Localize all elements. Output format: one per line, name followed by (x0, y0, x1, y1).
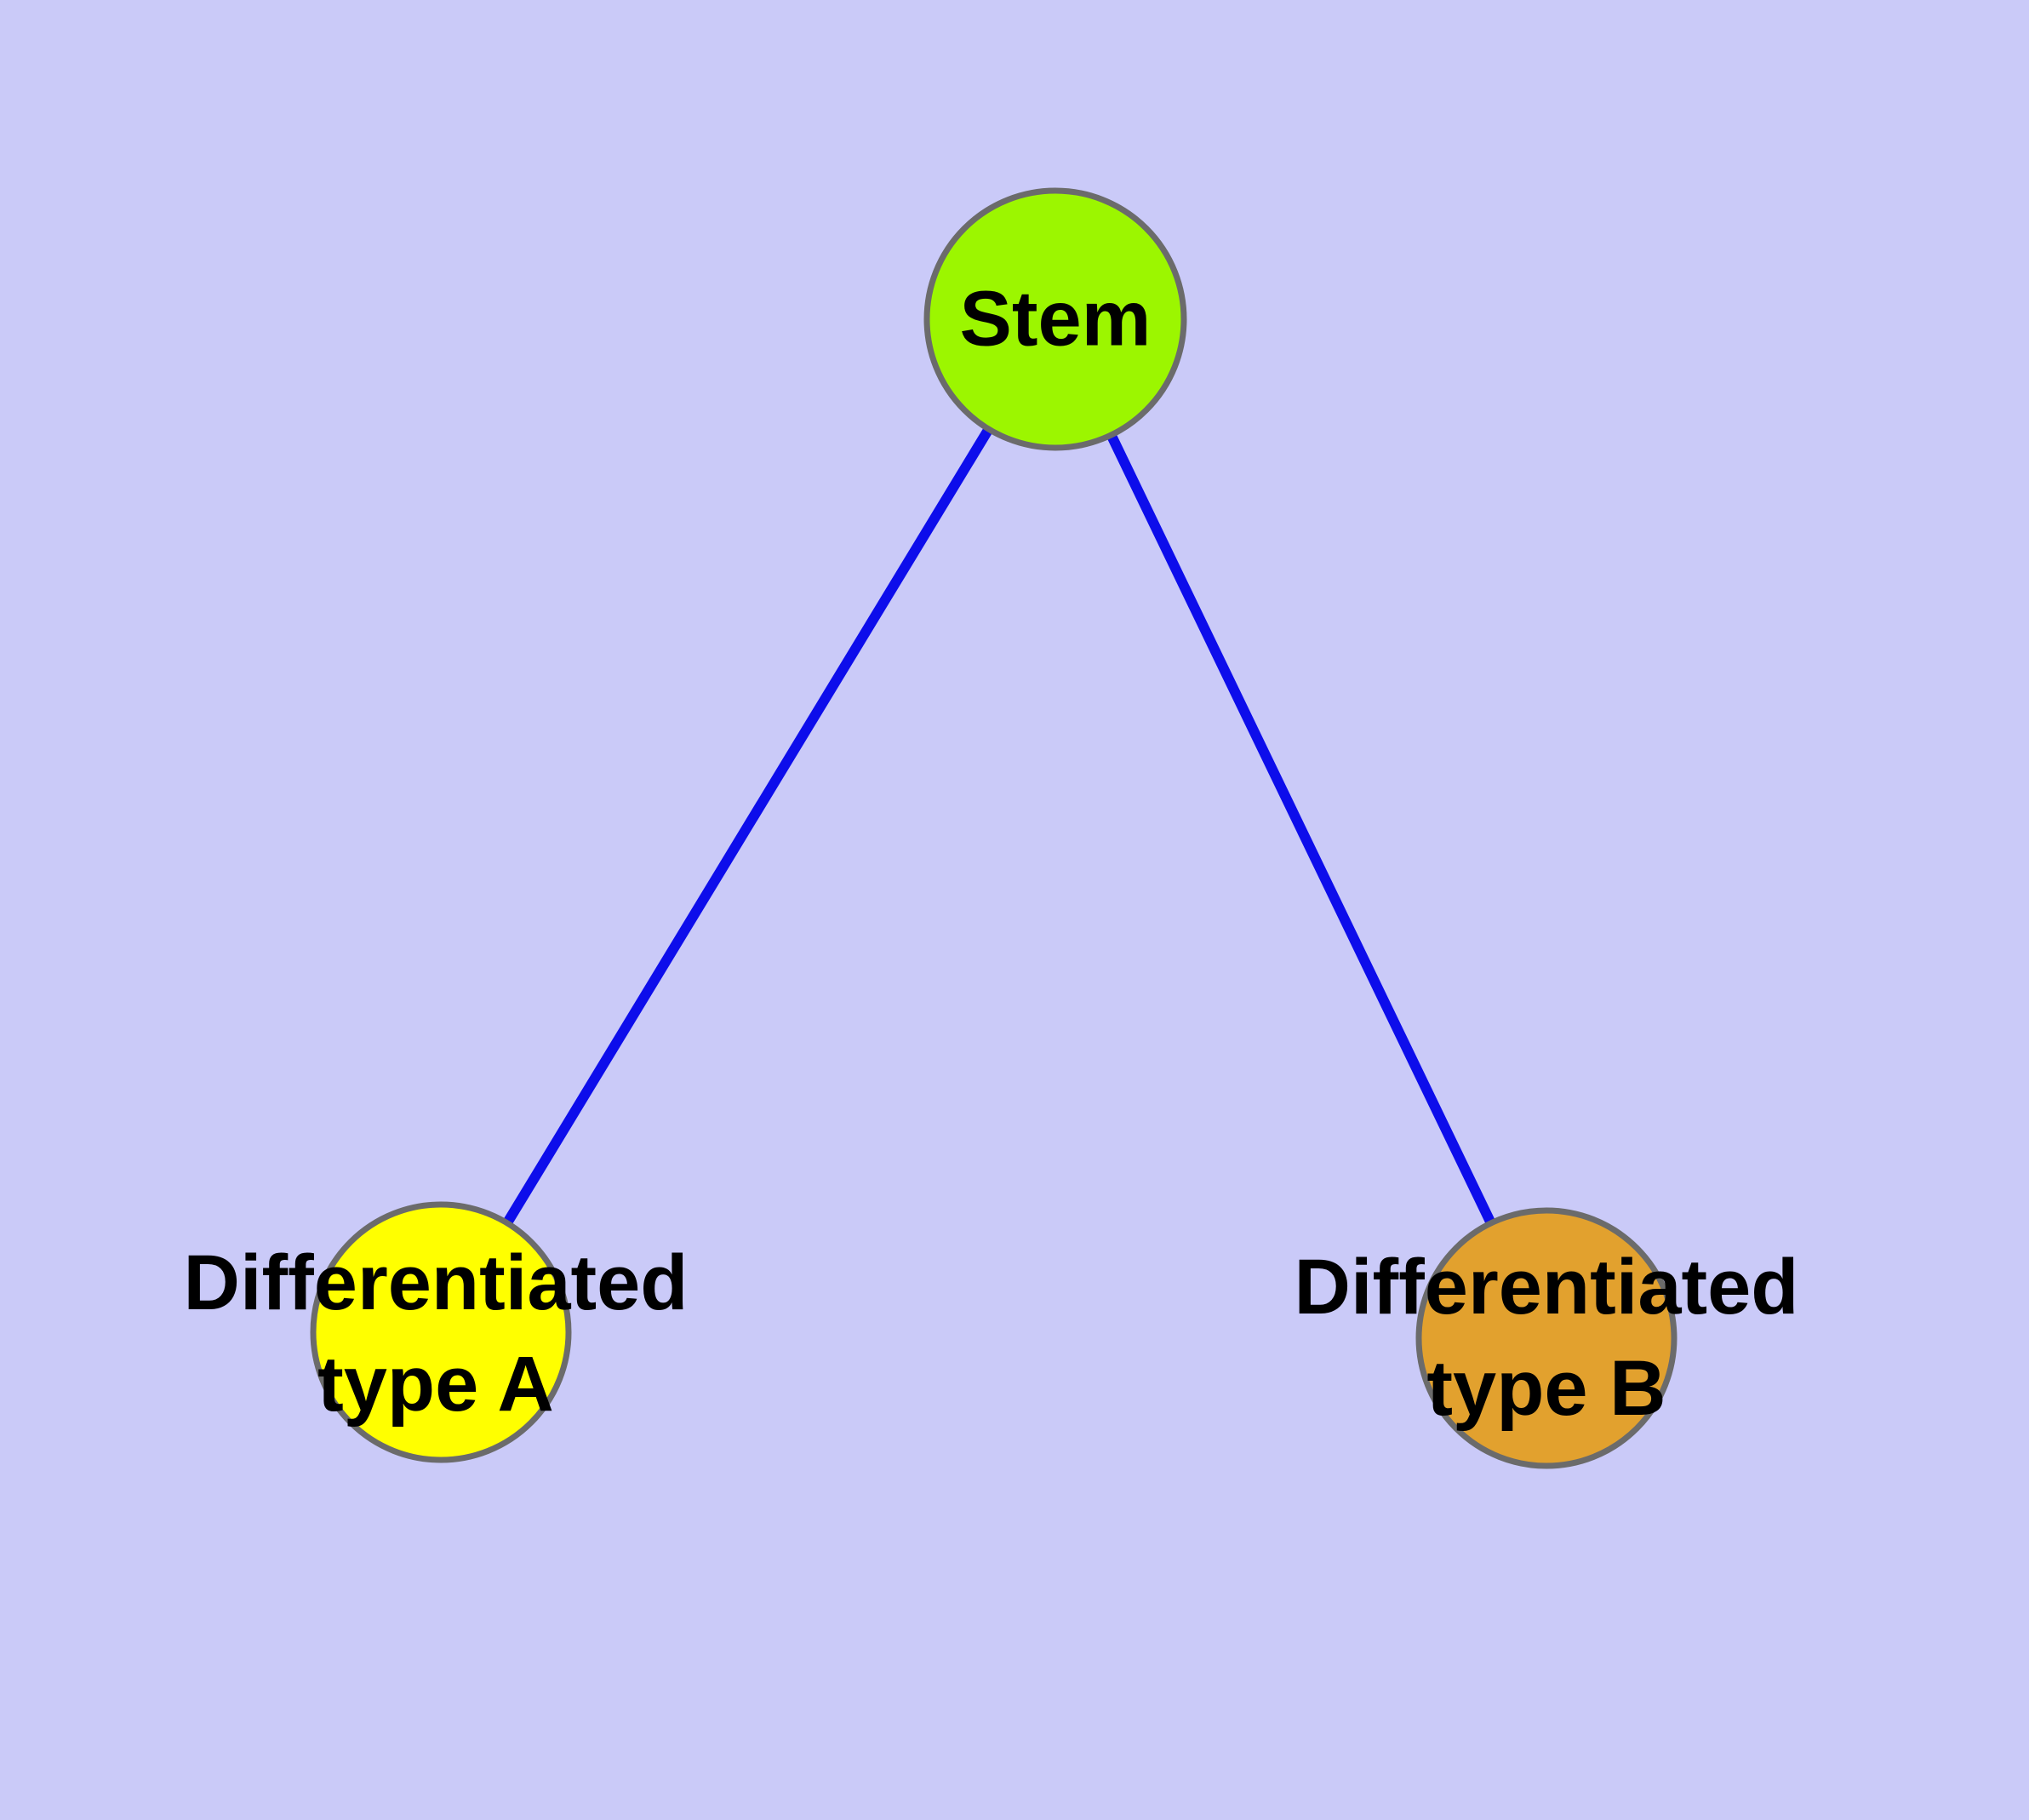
node-type-b-circle (1415, 1207, 1677, 1469)
node-type-a-circle (310, 1201, 572, 1463)
edge-stem-to-type-b (1050, 317, 1552, 1341)
edge-stem-to-type-a (436, 316, 1060, 1336)
node-stem-circle (923, 187, 1187, 451)
